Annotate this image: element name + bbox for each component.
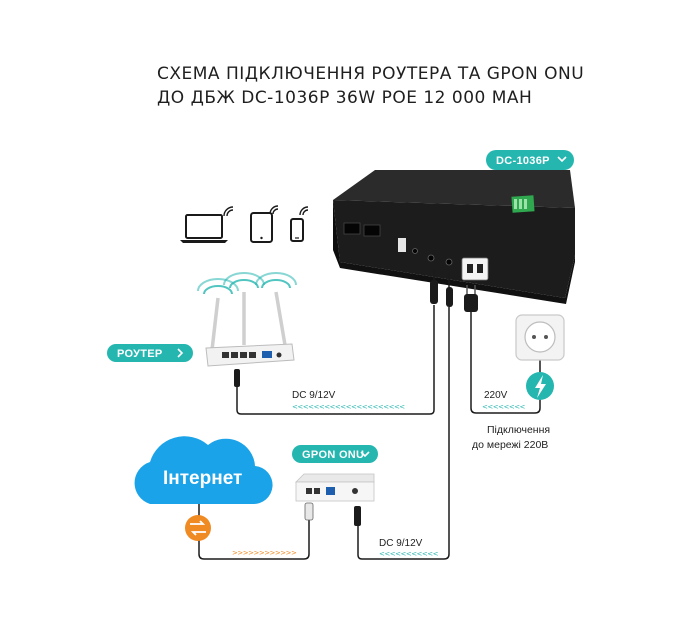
router-label: РОУТЕР [117, 348, 163, 360]
internet-cloud: Інтернет [134, 436, 273, 505]
page-title: СХЕМА ПІДКЛЮЧЕННЯ РОУТЕРА ТА GPON ONU ДО… [157, 62, 637, 110]
internet-label: Інтернет [163, 468, 242, 489]
laptop-icon [180, 214, 228, 243]
gpon-onu-pill: GPON ONU [292, 445, 378, 463]
router-dc-cable [234, 270, 438, 415]
gpon-onu-device [295, 473, 375, 502]
wifi-icon [269, 205, 279, 215]
ac-voltage-label: 220V [484, 390, 508, 401]
usb-port [398, 238, 406, 252]
mains-label-line-1: Підключення [487, 424, 550, 436]
ac-dashes: <<<<<<<< [482, 403, 526, 411]
title-line-2: ДО ДБЖ DC-1036P 36W POE 12 000 MAH [157, 88, 533, 108]
router-dc-label: DC 9/12V [292, 390, 336, 401]
ac-inlet [461, 257, 489, 281]
router-dc-dashes: <<<<<<<<<<<<<<<<<<<<< [292, 403, 405, 411]
ups-model-label: DC-1036P [496, 155, 550, 167]
mains-label-line-2: до мережі 220В [472, 439, 548, 451]
onu-dc-cable [354, 273, 453, 560]
smartphone-icon [290, 218, 304, 242]
fiber-cable [198, 502, 314, 560]
chevron-down-icon [360, 451, 370, 458]
ups-model-pill: DC-1036P [486, 150, 574, 170]
ethernet-port [343, 222, 361, 235]
router-wifi-signal [197, 272, 297, 295]
onu-dc-label: DC 9/12V [379, 538, 423, 549]
onu-dc-dashes: <<<<<<<<<<< [379, 550, 439, 558]
title-line-1: СХЕМА ПІДКЛЮЧЕННЯ РОУТЕРА ТА GPON ONU [157, 64, 585, 84]
tablet-icon [250, 212, 273, 243]
chevron-right-icon [177, 348, 184, 358]
router-pill: РОУТЕР [107, 344, 193, 362]
fiber-dashes: >>>>>>>>>>>> [232, 549, 297, 557]
wifi-icon [223, 206, 234, 217]
chevron-down-icon [557, 156, 567, 163]
ethernet-port [363, 224, 381, 237]
gpon-onu-label: GPON ONU [302, 449, 364, 461]
wall-socket [515, 314, 565, 361]
lightning-icon [526, 372, 554, 400]
ups-device [333, 170, 575, 304]
battery-indicator [511, 195, 535, 213]
router-device [205, 291, 295, 367]
exchange-arrows-icon [185, 515, 211, 541]
wifi-icon [299, 206, 309, 216]
